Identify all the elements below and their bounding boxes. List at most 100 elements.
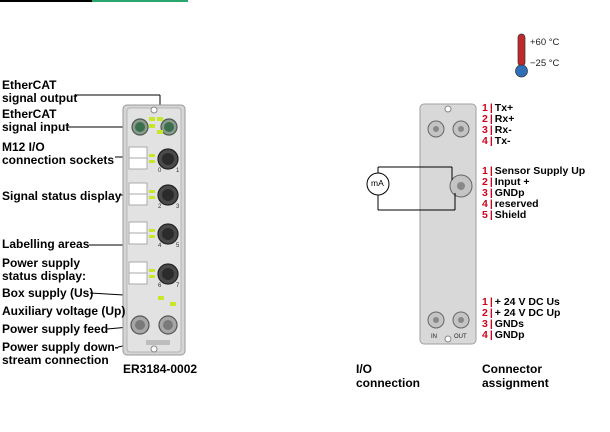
signal-led [149,196,155,199]
pin-separator: | [489,318,493,330]
label-power-down-line: Power supply down- [2,340,119,354]
pin-label: GNDp [494,329,525,341]
right-housing [419,103,477,345]
pin-separator: | [489,176,493,188]
pin-separator: | [489,113,493,125]
pin-label: + 24 V DC Us [494,296,560,308]
pin-label: reserved [494,198,539,210]
power-feed-socket [130,315,150,335]
channel-number: 3 [176,204,180,210]
right-housing-body [419,103,477,345]
pin-label: + 24 V DC Up [494,307,561,319]
caption-io-line1: I/O [356,362,373,376]
pin-separator: | [489,198,493,210]
pin-number: 1 [482,102,488,114]
meter-label: mA [371,178,384,188]
meter-circle [366,172,390,196]
right-power-out [452,311,470,329]
right-ethercat-in [427,120,445,138]
pin-label: Rx- [494,124,512,136]
label-power-down-line: stream connection [2,353,109,367]
pin-row: 3|Rx- [482,125,512,136]
m12-socket-inner [162,153,174,165]
caption-io: I/O connection [356,362,420,390]
thermometer-icon [515,33,528,78]
pin-row: 4|GNDp [482,330,525,341]
pin-separator: | [489,296,493,308]
pin-label: Shield [494,209,527,221]
label-power-feed: Power supply feed [2,323,108,336]
label-ethercat-in-line: signal input [2,120,70,134]
label-power-status-line: status display: [2,269,87,283]
channel-number: 4 [158,243,162,249]
led-box-supply [158,296,164,300]
connector-out-label: OUT [454,334,467,340]
pin-row: 2|Input + [482,177,530,188]
label-labelling-line: Labelling areas [2,237,90,251]
pin-number: 4 [482,329,488,341]
m12-socket-inner [162,228,174,240]
label-labelling: Labelling areas [2,238,89,251]
led-ethercat-4 [157,130,163,134]
pin-number: 1 [482,296,488,308]
signal-led [149,190,155,193]
caption-io-line2: connection [356,376,421,390]
pin-number: 3 [482,318,488,330]
channel-number: 0 [158,168,162,174]
pin-number: 5 [482,209,488,221]
pin-row: 2|Rx+ [482,114,514,125]
label-aux-voltage: Auxiliary voltage (Up) [2,305,125,318]
pin-row: 1|Sensor Supply Up [482,166,585,177]
connector-in-label: IN [431,334,437,340]
pin-label: Tx- [494,135,511,147]
label-ethercat-in-line: EtherCAT [2,107,57,121]
power-down-socket [158,315,178,335]
label-m12-io-line: connection sockets [2,153,115,167]
mount-hole-top [150,106,158,114]
pin-row: 5|Shield [482,210,526,221]
model-caption: ER3184-0002 [123,362,198,376]
mount-hole-bottom [150,345,158,353]
pin-label: GNDs [494,318,524,330]
pin-separator: | [489,124,493,136]
channel-number: 6 [158,283,162,289]
pin-label: GNDp [494,187,525,199]
pin-row: 1|+ 24 V DC Us [482,297,560,308]
pin-separator: | [489,135,493,147]
label-signal-status: Signal status display [2,190,121,203]
signal-led [149,235,155,238]
channel-number: 7 [176,283,180,289]
pin-label: Input + [494,176,530,188]
pin-row: 4|Tx- [482,136,511,147]
label-power-down: Power supply down-stream connection [2,341,119,367]
channel-number: 1 [176,168,180,174]
pin-separator: | [489,102,493,114]
channel-number: 5 [176,243,180,249]
led-ethercat-2 [149,124,155,128]
led-ethercat-3 [157,117,163,121]
pin-row: 3|GNDp [482,188,525,199]
pin-number: 2 [482,176,488,188]
label-aux-voltage-line: Auxiliary voltage (Up) [2,304,126,318]
pin-number: 3 [482,124,488,136]
signal-led [149,160,155,163]
label-signal-status-line: Signal status display [2,189,122,203]
pin-label: Tx+ [494,102,514,114]
pin-number: 2 [482,113,488,125]
meter-circuit [366,166,456,211]
pin-separator: | [489,329,493,341]
pin-separator: | [489,307,493,319]
pin-number: 2 [482,307,488,319]
channel-number: 2 [158,204,162,210]
pin-number: 4 [482,135,488,147]
pin-row: 3|GNDs [482,319,524,330]
header-rule-black [0,0,92,2]
pin-label: Sensor Supply Up [494,165,586,177]
label-ethercat-out-line: signal output [2,91,78,105]
model-plate [146,340,170,345]
right-mount-top [444,105,452,113]
signal-led [149,275,155,278]
caption-assign-line1: Connector [482,362,542,376]
temp-min: −25 °C [530,58,560,69]
right-ethercat-out [452,120,470,138]
